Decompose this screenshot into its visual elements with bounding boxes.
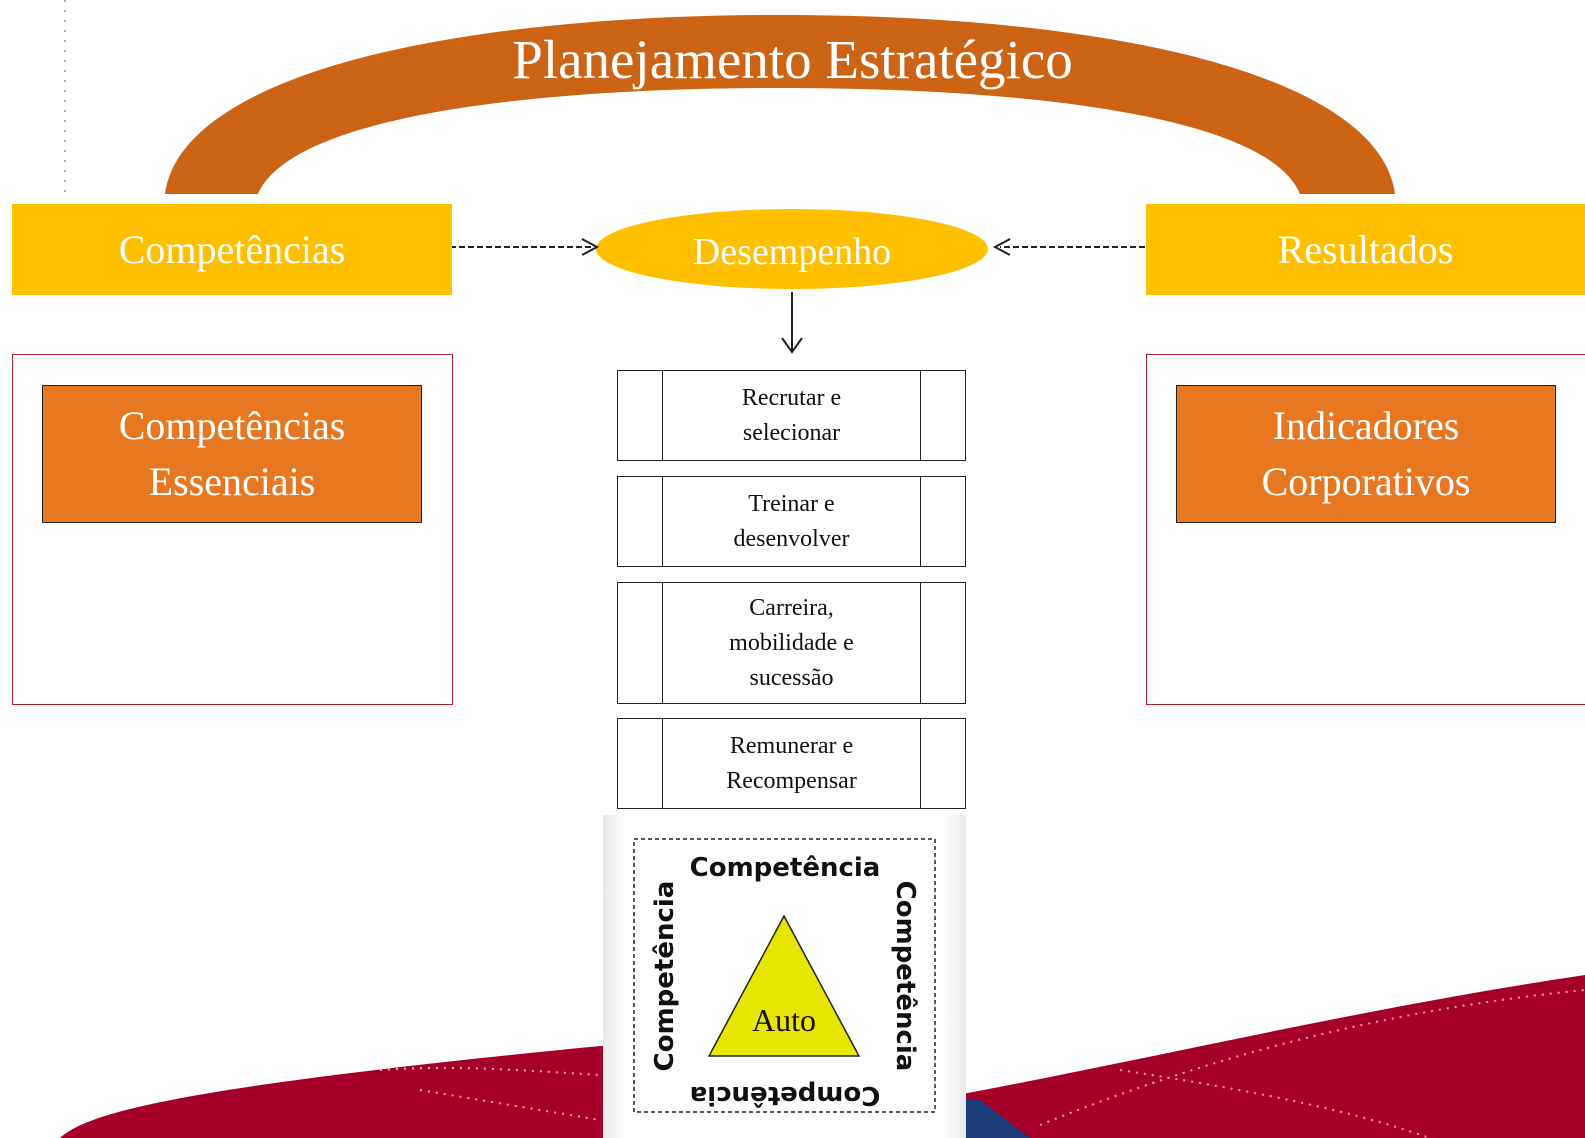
competencias-label: Competências [118,227,346,272]
wave-dots-4 [419,1089,601,1121]
wave-dots-1 [1039,989,1585,1126]
desempenho-ellipse [596,209,988,289]
process-step-line: selecionar [742,419,841,446]
auto-label: Auto [752,1002,816,1038]
indicadores-corporativos-line1: Indicadores [1272,403,1460,448]
process-step-line: desenvolver [733,525,850,552]
competency-dashed-frame [633,838,936,1113]
bottom-wave-left [60,1045,610,1138]
competencias-essenciais-line1: Competências [118,403,346,448]
competencias-essenciais-box: Competências Essenciais [42,385,422,523]
arrow-down-head [781,337,803,354]
desempenho-label: Desempenho [692,231,892,273]
process-step-line: Recompensar [726,767,857,794]
bottom-wave-right [930,975,1585,1138]
process-step-carreira: Carreira, mobilidade e sucessão [617,582,966,704]
process-step-line: Treinar e [748,490,835,517]
process-step-recrutar: Recrutar e selecionar [617,370,966,461]
competencia-label-left: Competência [650,880,680,1072]
process-step-treinar: Treinar e desenvolver [617,476,966,567]
arrow-head-right [992,238,1011,256]
resultados-box: Resultados [1146,204,1585,295]
arrow-head-left [581,238,600,256]
resultados-label: Resultados [1277,227,1454,272]
wave-dots-3 [379,1066,601,1076]
auto-triangle [707,914,861,1057]
process-step-line: Remunerar e [729,732,854,759]
competencias-essenciais-line2: Essenciais [148,459,316,504]
process-step-line: sucessão [749,664,834,691]
process-step-line: Carreira, [749,594,834,621]
competencias-box: Competências [12,204,452,295]
process-step-line: Recrutar e [741,384,842,411]
process-step-line: mobilidade e [729,629,854,656]
page-title: Planejamento Estratégico [512,29,1073,90]
competencia-label-bottom: Competência [689,1080,881,1110]
competencia-label-right: Competência [890,880,920,1072]
process-step-remunerar: Remunerar e Recompensar [617,718,966,809]
indicadores-corporativos-box: Indicadores Corporativos [1176,385,1556,523]
indicadores-corporativos-line2: Corporativos [1261,459,1471,504]
strategic-arc [165,15,1395,194]
competencia-label-top: Competência [689,853,881,883]
wave-dots-2 [1119,1069,1431,1138]
